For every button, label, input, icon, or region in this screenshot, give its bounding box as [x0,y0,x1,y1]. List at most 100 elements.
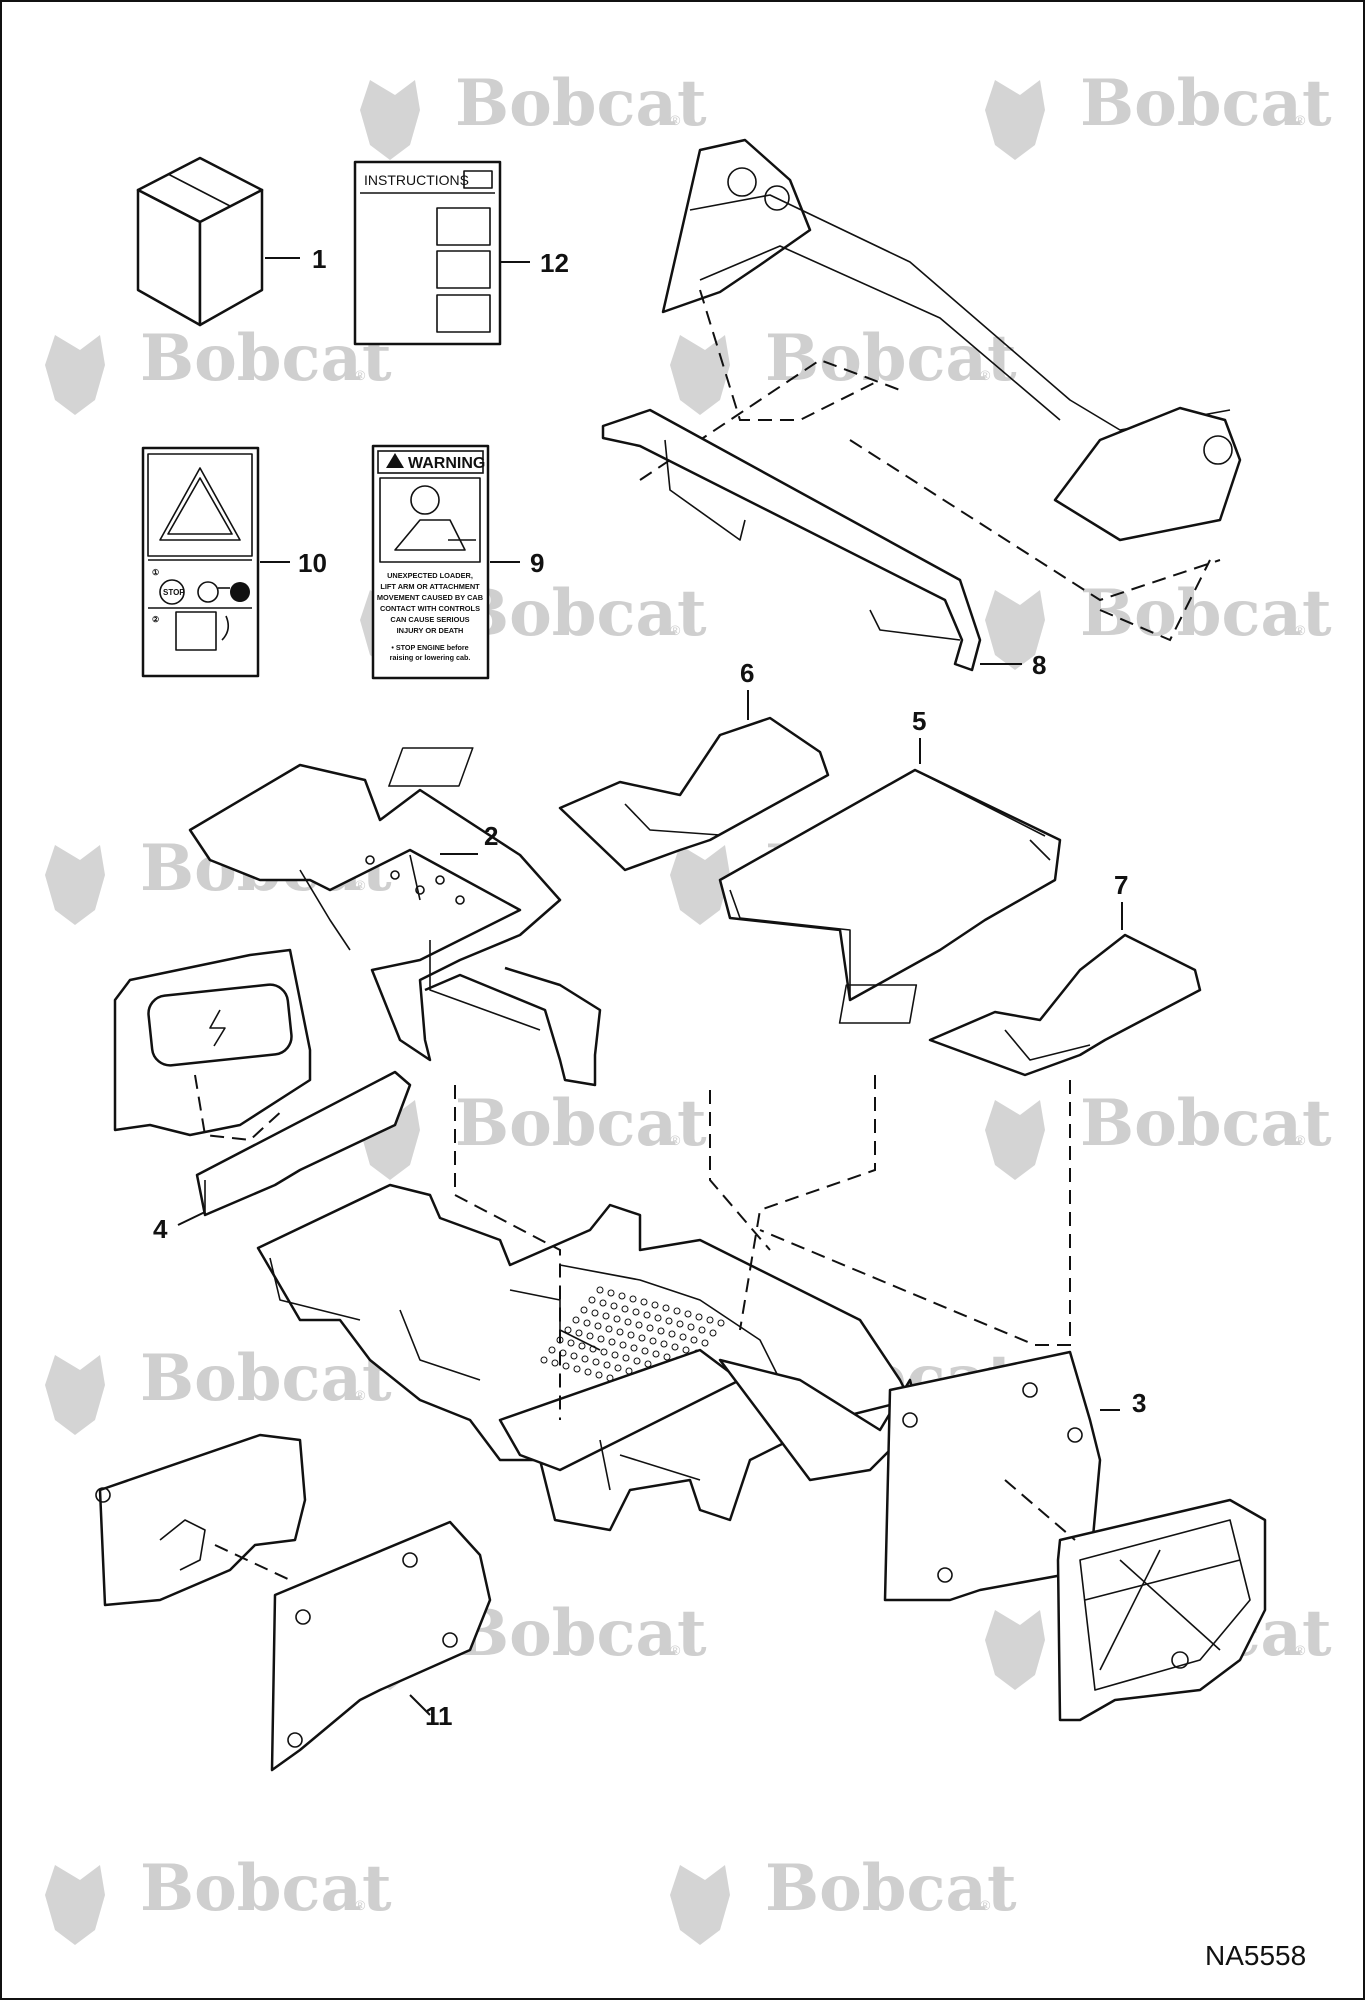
floor-perforation-hole [584,1368,592,1376]
callout-leaders [177,257,1123,1716]
bobcat-logo-icon [985,1100,1045,1180]
part-9-warning-decal: WARNING UNEXPECTED LOADER,LIFT ARM OR AT… [371,444,490,680]
warning-text-block: UNEXPECTED LOADER,LIFT ARM OR ATTACHMENT… [377,571,483,635]
floor-perforation-hole [572,1316,580,1324]
floor-perforation-hole [665,1317,673,1325]
floor-perforation-hole [698,1326,706,1334]
floor-perforation-hole [597,1335,605,1343]
watermark-registered-mark: ® [980,367,991,383]
floor-perforation-hole [663,1353,671,1361]
warning-text-line: INJURY OR DEATH [397,626,464,635]
floor-perforation-hole [614,1364,622,1372]
floor-perforation-hole [580,1306,588,1314]
floor-perforation-hole [592,1358,600,1366]
floor-perforation-hole [629,1295,637,1303]
floor-perforation-hole [676,1320,684,1328]
key-off-icon [230,582,250,602]
part-10-pictorial-decal: ① STOP ② [141,446,260,678]
stop-label: STOP [163,588,185,597]
callout-9: 9 [530,548,544,578]
floor-perforation-hole [654,1314,662,1322]
floor-perforation-hole [638,1334,646,1342]
callout-11: 11 [425,1701,453,1731]
floor-perforation-hole [600,1348,608,1356]
floor-perforation-hole [613,1315,621,1323]
floor-perforation-hole [551,1359,559,1367]
floor-perforation-hole [603,1361,611,1369]
ignition-key-icon [197,581,219,603]
rotate-arrow-icon [221,615,230,641]
warning-text-line: MOVEMENT CAUSED BY CAB [377,593,483,602]
part-1-carton [136,156,264,327]
floor-perforation-hole [573,1365,581,1373]
bobcat-logo-icon [45,1355,105,1435]
floor-perforation-hole [605,1325,613,1333]
floor-perforation-hole [679,1333,687,1341]
watermark-registered-mark: ® [670,112,681,128]
callout-2: 2 [484,821,498,851]
floor-perforation-hole [596,1286,604,1294]
right-side-cover-frame [1004,1479,1267,1722]
floor-perforation-hole [684,1310,692,1318]
floor-perforation-hole [651,1301,659,1309]
callout-7: 7 [1114,870,1128,900]
floor-perforation-hole [709,1329,717,1337]
bobcat-watermark: Bobcat® [360,66,707,160]
callout-10: 10 [298,548,327,578]
callout-3: 3 [1132,1388,1146,1418]
floor-perforation-hole [652,1350,660,1358]
bobcat-watermark: Bobcat® [670,1851,1017,1945]
watermark-brand: Bobcat [1080,1086,1332,1161]
watermark-registered-mark: ® [355,367,366,383]
floor-perforation-hole [594,1322,602,1330]
watermark-registered-mark: ® [1295,622,1306,638]
bobcat-logo-icon [985,80,1045,160]
watermark-brand: Bobcat [1080,66,1332,141]
floor-perforation-hole [717,1319,725,1327]
callout-1: 1 [312,244,326,274]
bobcat-logo-icon [670,335,730,415]
floor-perforation-hole [602,1312,610,1320]
part-12-instructions-sheet: INSTRUCTIONS [353,160,502,346]
cab-floor-frame [256,1075,1071,1532]
step-1-marker: ① [152,568,159,577]
warning-text-line: LIFT ARM OR ATTACHMENT [380,582,480,591]
callout-12: 12 [540,248,569,278]
floor-perforation-hole [562,1362,570,1370]
bobcat-logo-icon [360,80,420,160]
instructions-title: INSTRUCTIONS [364,172,469,188]
part-2-control-pod-bracket [188,763,602,1087]
floor-perforation-hole [610,1302,618,1310]
watermark-brand: Bobcat [455,576,707,651]
floor-perforation-hole [607,1289,615,1297]
floor-perforation-hole [581,1355,589,1363]
floor-perforation-hole [673,1307,681,1315]
floor-perforation-hole [657,1327,665,1335]
bobcat-watermark: Bobcat® [360,1086,707,1180]
floor-perforation-hole [635,1321,643,1329]
floor-perforation-hole [643,1311,651,1319]
figure-id: NA5558 [1205,1940,1307,1971]
floor-perforation-hole [706,1316,714,1324]
watermark-brand: Bobcat [140,1341,392,1416]
floor-perforation-hole [616,1328,624,1336]
floor-perforation-hole [591,1309,599,1317]
watermark-brand: Bobcat [765,1851,1017,1926]
floor-perforation-hole [564,1326,572,1334]
watermark-registered-mark: ® [355,1897,366,1913]
floor-perforation-hole [633,1357,641,1365]
watermark-brand: Bobcat [455,66,707,141]
floor-perforation-hole [671,1343,679,1351]
part-8-cross-tube-cover [601,408,982,672]
part-7-floor-mat-insert [838,933,1202,1077]
bobcat-watermark: Bobcat® [670,321,1017,415]
floor-perforation-hole [701,1339,709,1347]
floor-perforation-hole [682,1346,690,1354]
floor-perforation-hole [662,1304,670,1312]
bobcat-logo-icon [45,1865,105,1945]
watermark-brand: Bobcat [455,1596,707,1671]
floor-perforation-hole [578,1342,586,1350]
floor-perforation-hole [608,1338,616,1346]
